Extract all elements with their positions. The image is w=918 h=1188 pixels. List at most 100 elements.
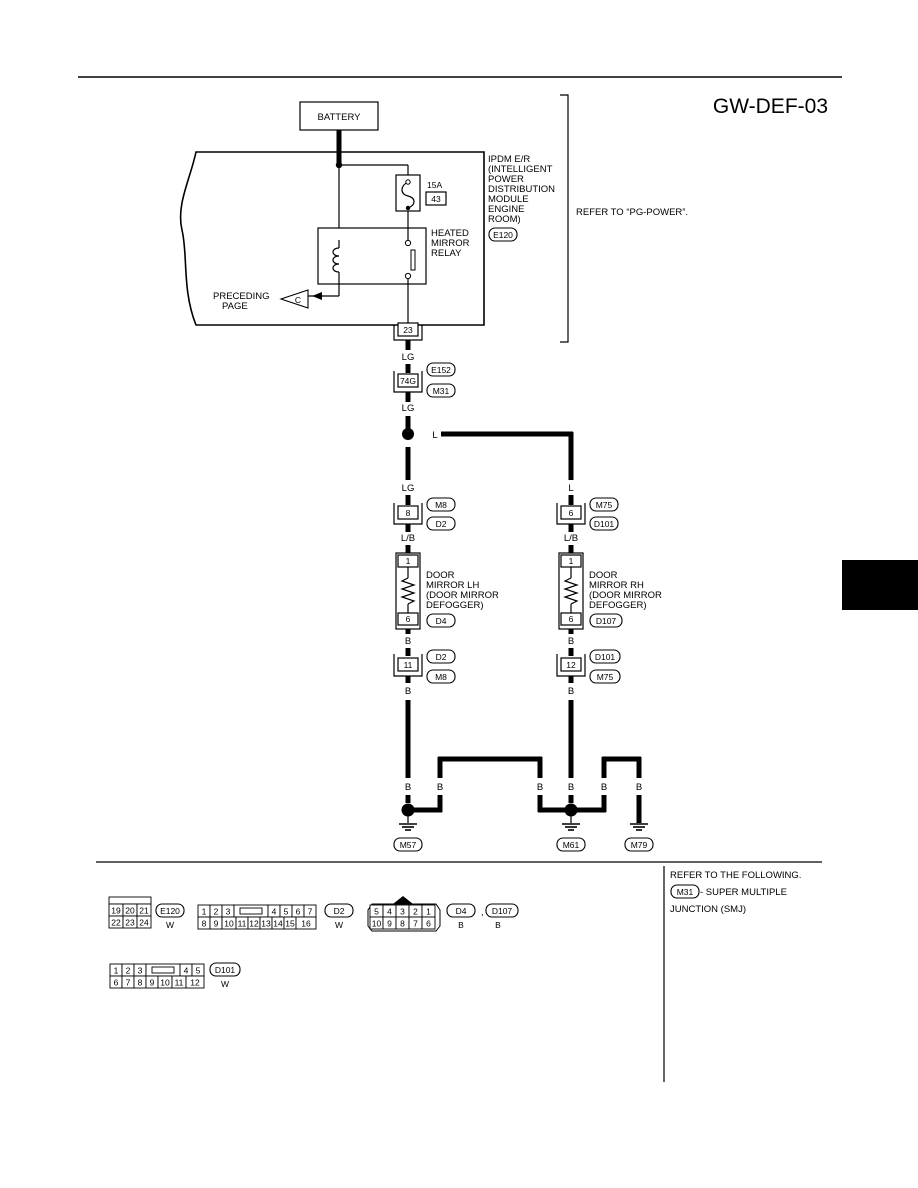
- svg-text:10: 10: [372, 919, 382, 929]
- wire-color-b-bridge-1: B: [437, 782, 443, 793]
- connector-view-d2: 1 2 3 4 5 6 7 8 9 10 11 12 13 14 15 16: [197, 904, 317, 930]
- left-mirror-terminal-bottom-box: [397, 612, 419, 626]
- wire-color-lb-right: L/B: [564, 533, 578, 544]
- e120-id: E120: [160, 906, 180, 916]
- wire-color-lg-2: LG: [402, 403, 415, 414]
- wire-color-l-2: L: [568, 483, 573, 494]
- ipdm-label-2: (INTELLIGENT: [488, 164, 553, 175]
- svg-text:6: 6: [296, 907, 301, 917]
- right-lower-pill-2: [589, 669, 621, 684]
- left-upper-pill-1: [426, 497, 456, 512]
- ground-left: M57: [400, 840, 417, 850]
- wire-color-l-1: L: [432, 430, 437, 441]
- fuse-number-box: [425, 191, 447, 206]
- svg-text:7: 7: [126, 978, 131, 988]
- right-lower-connector-2: M75: [597, 672, 614, 682]
- joint-connector-box: [397, 373, 419, 388]
- ipdm-connector-pill: [488, 227, 518, 242]
- d2-color: W: [335, 920, 343, 930]
- d101-color: W: [221, 979, 229, 989]
- ipdm-terminal: 23: [403, 325, 413, 335]
- wire-color-b-bridge-2: B: [537, 782, 543, 793]
- right-mirror-label-2: MIRROR RH: [589, 580, 644, 591]
- svg-text:11: 11: [238, 919, 247, 929]
- ground-splice-right: [564, 803, 578, 817]
- splice-point: [402, 428, 414, 440]
- refer-heading: REFER TO THE FOLLOWING.: [670, 870, 801, 881]
- d4-id: D4: [456, 906, 467, 916]
- relay-contact-top: [404, 239, 412, 247]
- svg-text:8: 8: [202, 919, 207, 929]
- d4-pill: [446, 903, 476, 918]
- wire-color-b-right-1: B: [568, 636, 574, 647]
- right-lower-box: [560, 657, 582, 672]
- svg-text:4: 4: [272, 907, 277, 917]
- right-lower-pill-1: [589, 649, 621, 664]
- ipdm-refer-note: REFER TO “PG-POWER”.: [576, 207, 688, 218]
- preceding-label-1: PRECEDING: [213, 291, 269, 302]
- left-lower-pill-1: [426, 649, 456, 664]
- right-mirror-label-3: (DOOR MIRROR: [589, 590, 662, 601]
- svg-text:9: 9: [214, 919, 219, 929]
- joint-connector-pill-2: [426, 383, 456, 398]
- ground-pill-m79: [624, 837, 654, 852]
- right-mirror-connector: D107: [596, 616, 617, 626]
- joint-connector-pill-1: [426, 362, 456, 377]
- right-upper-connector-1: M75: [596, 500, 613, 510]
- section-tab: [842, 560, 918, 610]
- left-mirror-connector: D4: [436, 616, 447, 626]
- right-upper-connector-2: D101: [594, 519, 615, 529]
- preceding-page-arrow-icon: [279, 289, 309, 309]
- right-lower-connector-1: D101: [595, 652, 616, 662]
- joint-connector-terminal: 74G: [400, 376, 416, 386]
- ipdm-label-4: DISTRIBUTION: [488, 184, 555, 195]
- ground-pill-left: [393, 837, 423, 852]
- relay-armature: [410, 249, 416, 271]
- ground-icon-m79: [630, 823, 648, 831]
- ground-icon-left: [399, 816, 417, 831]
- svg-text:3: 3: [400, 907, 405, 917]
- left-lower-connector-1: D2: [436, 652, 447, 662]
- ipdm-outline: [179, 151, 485, 326]
- left-mirror-terminal-bottom: 6: [406, 614, 411, 624]
- wire-color-b-left-3: B: [405, 782, 411, 793]
- left-mirror-label-2: MIRROR LH: [426, 580, 479, 591]
- svg-text:20: 20: [125, 906, 135, 916]
- svg-text:9: 9: [387, 919, 392, 929]
- svg-text:24: 24: [139, 918, 149, 928]
- d4-color: B: [458, 920, 464, 930]
- right-resistor-icon: [563, 577, 579, 605]
- wire-color-lg-3: LG: [402, 483, 415, 494]
- wire-color-b-right-3: B: [568, 782, 574, 793]
- joint-connector-2: M31: [433, 386, 450, 396]
- d107-color: B: [495, 920, 501, 930]
- preceding-arrow-icon: [312, 292, 322, 300]
- page-code: GW-DEF-03: [713, 95, 828, 118]
- d107-pill: [485, 903, 519, 918]
- d107-id: D107: [492, 906, 513, 916]
- right-mirror-label-1: DOOR: [589, 570, 618, 581]
- left-upper-connector-1: M8: [435, 500, 447, 510]
- svg-text:21: 21: [139, 906, 149, 916]
- connector-view-e120: 19 20 21 22 23 24: [108, 896, 152, 929]
- d2-pill: [324, 903, 354, 918]
- e120-color: W: [166, 920, 174, 930]
- svg-text:8: 8: [400, 919, 405, 929]
- svg-text:6: 6: [426, 919, 431, 929]
- left-lower-terminal: 11: [404, 660, 413, 670]
- svg-text:12: 12: [190, 978, 200, 988]
- relay-label-3: RELAY: [431, 248, 462, 259]
- left-mirror-pill: [426, 613, 456, 628]
- d101-pill: [209, 962, 241, 977]
- left-connector-box: [397, 505, 419, 520]
- wire-color-b-m79-1: B: [601, 782, 607, 793]
- svg-text:8: 8: [138, 978, 143, 988]
- refer-text-2: JUNCTION (SMJ): [670, 904, 746, 915]
- svg-text:10: 10: [224, 919, 234, 929]
- left-upper-connector-2: D2: [436, 519, 447, 529]
- left-upper-pill-2: [426, 516, 456, 531]
- ipdm-label-5: MODULE: [488, 194, 529, 205]
- svg-text:6: 6: [114, 978, 119, 988]
- relay-coil-icon: [332, 247, 340, 273]
- svg-text:5: 5: [196, 966, 201, 976]
